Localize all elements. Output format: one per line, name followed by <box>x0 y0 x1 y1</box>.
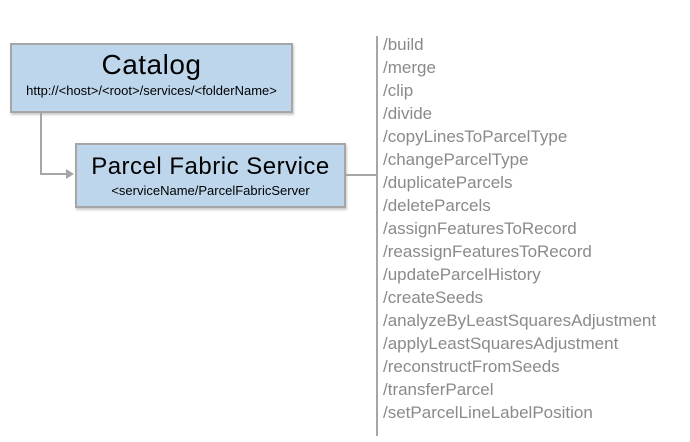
endpoint-item: /reconstructFromSeeds <box>383 357 560 376</box>
endpoint-item: /deleteParcels <box>383 196 491 215</box>
endpoint-item: /reassignFeaturesToRecord <box>383 242 592 261</box>
endpoint-item: /updateParcelHistory <box>383 265 541 284</box>
endpoint-divider-line <box>376 36 378 436</box>
connector-service-to-endpoints <box>346 174 376 176</box>
endpoint-item: /copyLinesToParcelType <box>383 127 568 146</box>
endpoint-item: /createSeeds <box>383 288 484 307</box>
service-box-title: Parcel Fabric Service <box>91 153 330 180</box>
service-box-url: <serviceName/ParcelFabricServer <box>111 183 310 198</box>
connector-elbow-horizontal <box>40 173 68 175</box>
arrowhead-right-icon <box>66 169 74 179</box>
parcel-fabric-service-box: Parcel Fabric Service <serviceName/Parce… <box>75 143 346 208</box>
endpoint-item: /clip <box>383 81 414 100</box>
endpoint-item: /build <box>383 35 424 54</box>
endpoint-item: /divide <box>383 104 433 123</box>
endpoint-item: /duplicateParcels <box>383 173 513 192</box>
endpoint-item: /analyzeByLeastSquaresAdjustment <box>383 311 657 330</box>
connector-elbow-vertical <box>40 113 42 174</box>
endpoint-item: /transferParcel <box>383 380 494 399</box>
endpoint-item: /assignFeaturesToRecord <box>383 219 577 238</box>
endpoint-item: /setParcelLineLabelPosition <box>383 403 593 422</box>
endpoint-item: /changeParcelType <box>383 150 529 169</box>
endpoint-list: /build/merge/clip/divide/copyLinesToParc… <box>383 33 656 424</box>
endpoint-item: /merge <box>383 58 436 77</box>
catalog-box-title: Catalog <box>101 49 202 80</box>
catalog-box-url: http://<host>/<root>/services/<folderNam… <box>26 83 277 98</box>
endpoint-item: /applyLeastSquaresAdjustment <box>383 334 619 353</box>
catalog-box: Catalog http://<host>/<root>/services/<f… <box>10 43 293 113</box>
